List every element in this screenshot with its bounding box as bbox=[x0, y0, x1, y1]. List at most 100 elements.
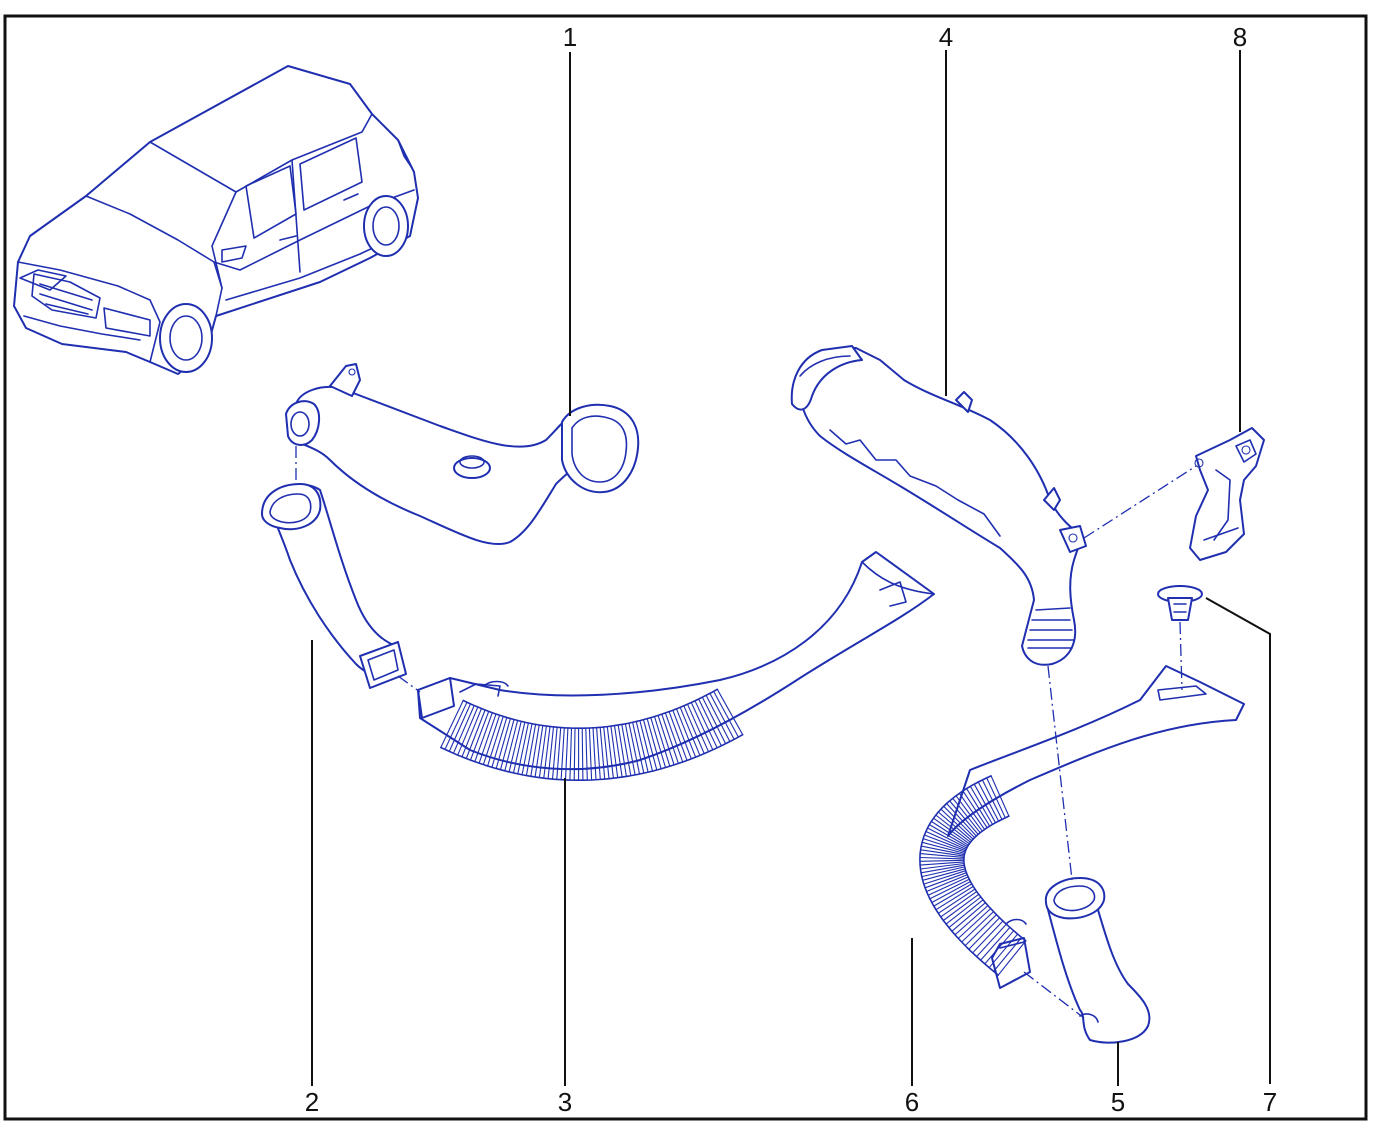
bellows-rib bbox=[525, 724, 537, 776]
bellows-rib bbox=[926, 874, 968, 893]
bellows-rib bbox=[984, 930, 1015, 965]
callout-4: 4 bbox=[939, 22, 953, 52]
bellows-rib bbox=[698, 698, 722, 747]
bellows-rib bbox=[504, 720, 519, 772]
bellows-rib bbox=[929, 878, 970, 900]
bellows-rib bbox=[980, 927, 1011, 961]
callout-6: 6 bbox=[905, 1087, 919, 1117]
bellows-rib bbox=[469, 711, 490, 761]
callout-8: 8 bbox=[1233, 22, 1247, 52]
bellows-rib bbox=[606, 726, 614, 779]
bellows-rib bbox=[958, 792, 986, 830]
bellows-rib bbox=[491, 717, 508, 768]
bellows-rib bbox=[921, 866, 965, 878]
bellows-rib bbox=[585, 728, 588, 781]
bellows-rib bbox=[924, 834, 966, 852]
bellows-rib bbox=[981, 779, 1003, 820]
bellows-rib bbox=[966, 788, 991, 827]
clip-icon bbox=[1157, 585, 1203, 621]
air-duct-part-2 bbox=[261, 483, 407, 689]
bellows-rib bbox=[937, 811, 973, 842]
bellows-rib bbox=[924, 872, 967, 889]
bellows-rib bbox=[632, 722, 645, 774]
bellows-rib bbox=[610, 726, 619, 778]
bellows-rib bbox=[940, 808, 974, 840]
car-icon bbox=[13, 65, 419, 375]
bellows-rib bbox=[599, 727, 606, 780]
bracket-icon bbox=[1189, 427, 1265, 561]
bellows-rib bbox=[986, 777, 1006, 819]
bellows-rib bbox=[690, 702, 714, 751]
bellows-rib bbox=[977, 781, 1000, 822]
bellows-rib bbox=[650, 717, 667, 768]
bellows-rib bbox=[440, 700, 464, 748]
bellows-rib bbox=[920, 861, 964, 866]
bellows-rib bbox=[482, 715, 501, 765]
bellows-rib bbox=[962, 790, 988, 829]
air-duct-part-4 bbox=[790, 345, 1087, 666]
bellows-rib bbox=[957, 908, 991, 939]
bellows-rib bbox=[988, 933, 1019, 969]
bellows-rib bbox=[564, 727, 569, 780]
bellows-rib bbox=[961, 911, 994, 943]
bellows-rib bbox=[931, 881, 971, 903]
bellows-rib bbox=[551, 727, 558, 780]
bellows-rib bbox=[931, 820, 969, 846]
bellows-rib bbox=[921, 841, 965, 854]
bellows-rib bbox=[457, 706, 479, 756]
bellows-rib bbox=[508, 721, 522, 773]
bellows-rib bbox=[560, 727, 565, 780]
bellows-rib bbox=[920, 853, 965, 858]
bellows-rib bbox=[919, 856, 964, 860]
bellows-rib bbox=[940, 891, 978, 918]
bellows-rib bbox=[517, 722, 529, 775]
bellows-rib bbox=[621, 724, 632, 776]
bellows-rib bbox=[935, 885, 974, 911]
bellows-rib bbox=[990, 775, 1010, 817]
bellows-rib bbox=[705, 695, 731, 742]
bellows-rib bbox=[933, 883, 973, 907]
callout-2: 2 bbox=[305, 1087, 319, 1117]
bellows-rib bbox=[628, 722, 641, 775]
bellows-edge bbox=[462, 688, 719, 729]
bellows-rib bbox=[538, 726, 547, 778]
bellows-rib bbox=[927, 876, 969, 896]
bellows-rib bbox=[596, 727, 601, 780]
bellows-rib bbox=[922, 838, 966, 853]
air-duct-part-5 bbox=[1044, 877, 1151, 1044]
bellows-rib bbox=[716, 689, 744, 735]
bellows-rib bbox=[499, 719, 515, 770]
bellows-rib bbox=[603, 726, 610, 779]
bellows-rib bbox=[976, 923, 1007, 957]
air-duct-part-1 bbox=[285, 363, 640, 546]
bellows-rib bbox=[952, 797, 981, 834]
bellows-rib bbox=[581, 728, 584, 781]
bellows-rib bbox=[653, 716, 671, 767]
bellows-rib bbox=[617, 725, 627, 777]
bellows-rib bbox=[675, 708, 697, 758]
bellows-rib bbox=[452, 705, 475, 754]
bellows-duct-part-6 bbox=[947, 665, 1245, 989]
bellows-rib bbox=[664, 712, 684, 763]
bellows-rib bbox=[968, 917, 1000, 950]
bellows-rib bbox=[521, 723, 533, 775]
bellows-rib bbox=[929, 824, 968, 848]
bellows-rib bbox=[487, 716, 504, 767]
bellows-rib bbox=[444, 702, 468, 750]
callout-7: 7 bbox=[1263, 1087, 1277, 1117]
bellows-rib bbox=[927, 827, 967, 849]
bellows-rib bbox=[495, 718, 511, 769]
callout-5: 5 bbox=[1111, 1087, 1125, 1117]
bellows-rib bbox=[949, 800, 979, 835]
bellows-rib bbox=[624, 723, 636, 776]
callout-1: 1 bbox=[563, 22, 577, 52]
bellows-rib bbox=[951, 902, 986, 932]
bellows-edge bbox=[440, 733, 744, 781]
bellows-rib bbox=[919, 859, 964, 862]
bellows-rib bbox=[668, 711, 688, 761]
bellows-rib bbox=[948, 899, 984, 929]
bellows-rib bbox=[657, 715, 675, 766]
bellows-rib bbox=[925, 830, 967, 850]
bellows-rib bbox=[694, 700, 718, 749]
